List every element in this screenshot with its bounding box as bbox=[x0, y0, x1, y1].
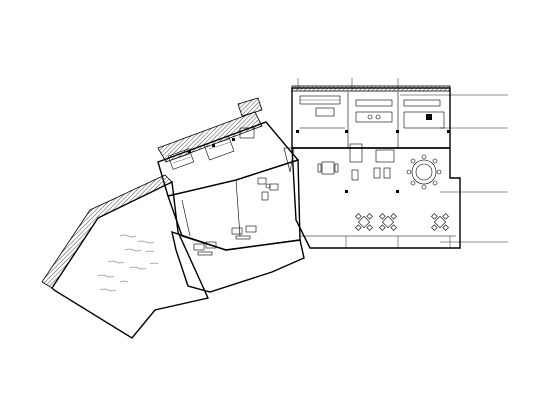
lounge-chairs bbox=[257, 177, 279, 201]
bar-counter bbox=[299, 95, 341, 105]
dining-table-set bbox=[317, 143, 395, 181]
lounge-wing bbox=[171, 225, 305, 293]
dining-hall bbox=[291, 85, 461, 249]
stair-treads bbox=[171, 138, 232, 164]
central-hall bbox=[167, 147, 301, 251]
water-ripples bbox=[97, 234, 159, 292]
north-wall bbox=[157, 97, 263, 163]
service-strip bbox=[355, 111, 445, 129]
square-table-sets bbox=[355, 213, 449, 231]
column-markers bbox=[345, 236, 451, 248]
grid-lines bbox=[297, 78, 508, 243]
west-terrace bbox=[41, 174, 209, 339]
sofa-set bbox=[193, 225, 257, 256]
round-banquet-table bbox=[406, 154, 442, 190]
